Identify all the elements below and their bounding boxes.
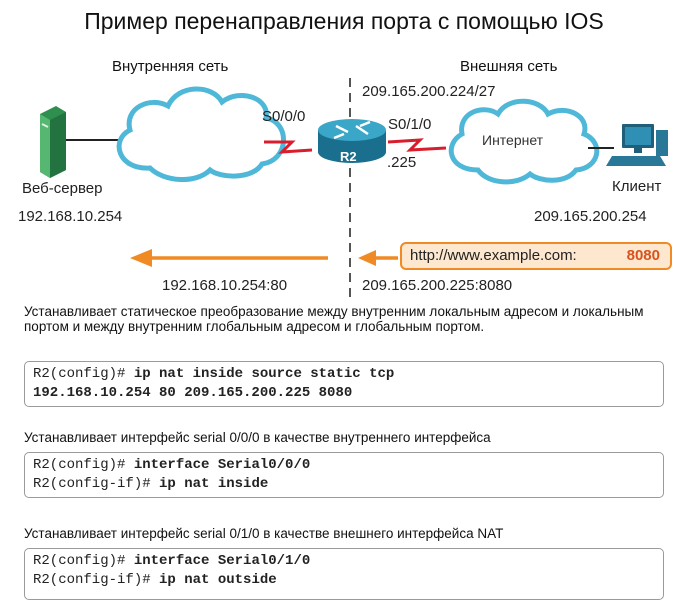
- cli-line: R2(config)# interface Serial0/1/0: [33, 552, 655, 571]
- router-icon: [318, 119, 386, 163]
- cli-line: 192.168.10.254 80 209.165.200.225 8080: [33, 384, 655, 403]
- serial-link-inside: [264, 140, 313, 154]
- section-1-description: Устанавливает статическое преобразование…: [24, 304, 644, 334]
- cli-line: R2(config)# interface Serial0/0/0: [33, 456, 655, 475]
- inside-socket-label: 192.168.10.254:80: [162, 277, 288, 294]
- web-server-label: Веб-сервер: [22, 180, 103, 197]
- section-2-description: Устанавливает интерфейс serial 0/0/0 в к…: [24, 430, 491, 445]
- internet-cloud: [448, 98, 600, 185]
- client-pc-icon: [606, 124, 668, 166]
- interface-outside-label: S0/1/0: [388, 116, 432, 133]
- interface-inside-label: S0/0/0: [262, 108, 306, 125]
- cli-prompt: R2(config)#: [33, 366, 126, 382]
- outside-socket-label: 209.165.200.225:8080: [362, 277, 513, 294]
- web-server-ip: 192.168.10.254: [18, 208, 123, 225]
- cli-command: ip nat outside: [159, 572, 277, 588]
- cli-command: interface Serial0/0/0: [133, 457, 311, 473]
- serial-link-outside: [387, 138, 447, 152]
- client-ip: 209.165.200.254: [534, 208, 647, 225]
- cli-command: ip nat inside: [159, 476, 269, 492]
- cli-prompt: R2(config)#: [33, 553, 126, 569]
- client-label: Клиент: [612, 178, 662, 195]
- section-3-cli: R2(config)# interface Serial0/1/0 R2(con…: [24, 548, 664, 600]
- router-label: R2: [340, 149, 357, 164]
- arrow-inside: [130, 249, 328, 267]
- inside-cloud: [116, 86, 286, 183]
- cli-command: ip nat inside source static tcp: [133, 366, 395, 382]
- cli-prompt: R2(config)#: [33, 457, 126, 473]
- inside-network-label: Внутренняя сеть: [112, 58, 229, 75]
- cli-line: R2(config-if)# ip nat inside: [33, 475, 655, 494]
- page-title: Пример перенаправления порта с помощью I…: [84, 8, 604, 34]
- url-port: 8080: [626, 247, 660, 264]
- section-2-cli: R2(config)# interface Serial0/0/0 R2(con…: [24, 452, 664, 498]
- cli-line: R2(config-if)# ip nat outside: [33, 571, 655, 590]
- url-text: http://www.example.com:: [410, 247, 577, 264]
- cli-prompt: R2(config-if)#: [33, 572, 151, 588]
- outside-network-address: 209.165.200.224/27: [362, 83, 496, 100]
- cli-command: 192.168.10.254 80 209.165.200.225 8080: [33, 385, 353, 401]
- cli-line: R2(config)# ip nat inside source static …: [33, 365, 655, 384]
- cli-prompt: R2(config-if)#: [33, 476, 151, 492]
- router-host-label: .225: [387, 154, 417, 171]
- arrow-outside: [358, 250, 398, 266]
- outside-network-label: Внешняя сеть: [460, 58, 558, 75]
- internet-label: Интернет: [482, 132, 544, 148]
- section-1-cli: R2(config)# ip nat inside source static …: [24, 361, 664, 407]
- section-3-description: Устанавливает интерфейс serial 0/1/0 в к…: [24, 526, 504, 541]
- topology-diagram: [40, 78, 668, 300]
- cli-command: interface Serial0/1/0: [133, 553, 311, 569]
- url-box: http://www.example.com: 8080: [400, 242, 672, 270]
- server-icon: [40, 106, 66, 178]
